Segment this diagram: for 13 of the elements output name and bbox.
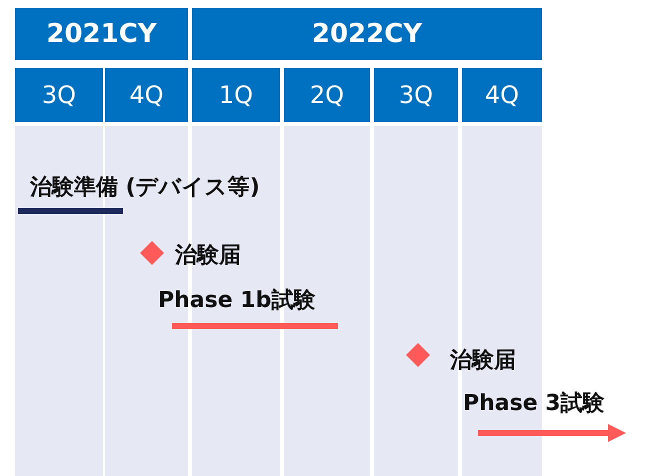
header-cell: 3Q [374, 68, 458, 122]
header-cell: 2021CY [15, 8, 188, 60]
header-cell: 4Q [105, 68, 188, 122]
milestone-label: 治験届 [175, 242, 241, 270]
task-label: 治験準備 (デバイス等) [30, 174, 260, 202]
header-cell: 4Q [462, 68, 542, 122]
header-cell: 1Q [192, 68, 280, 122]
header-cell: 3Q [15, 68, 103, 122]
task-label: Phase 3試験 [463, 390, 605, 418]
milestone-label: 治験届 [450, 347, 516, 375]
task-label: Phase 1b試験 [158, 287, 316, 315]
header-cell: 2Q [284, 68, 370, 122]
header-cell: 2022CY [192, 8, 542, 60]
